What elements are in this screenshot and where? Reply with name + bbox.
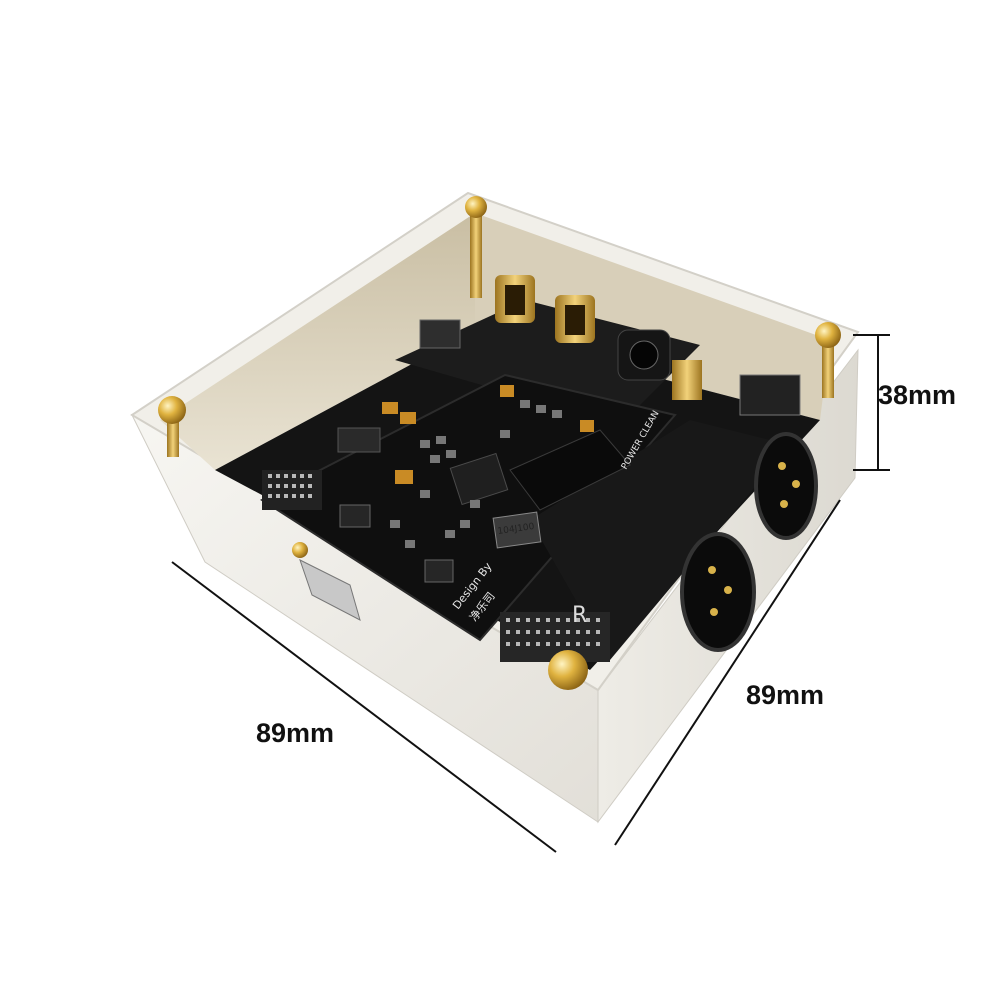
left-wall-port <box>292 542 361 621</box>
height-dimension-line <box>853 334 890 471</box>
header-pins-left <box>262 470 322 510</box>
height-dimension-label: 38mm <box>878 380 957 410</box>
xlr-connector-front <box>680 532 756 652</box>
header-pins-bottom <box>500 612 610 662</box>
corner-post-right <box>815 322 841 398</box>
depth-dimension-line <box>614 499 841 846</box>
rear-gold-connectors <box>419 275 801 416</box>
width-dimension-line <box>171 561 557 853</box>
smoked-back-wall <box>160 213 475 470</box>
smd-components <box>337 385 594 583</box>
corner-post-left <box>158 396 186 457</box>
corner-post-back <box>465 196 487 298</box>
main-dac-board <box>260 373 677 642</box>
depth-dimension-label: 89mm <box>746 680 825 710</box>
width-dimension-label: 89mm <box>256 718 335 748</box>
corner-post-front <box>548 650 588 690</box>
smoked-right-back-wall <box>475 213 830 420</box>
channel-mark: R <box>572 603 587 628</box>
xlr-connector-rear <box>754 432 818 540</box>
isolation-module <box>509 429 631 511</box>
capacitor-chip <box>492 511 542 549</box>
